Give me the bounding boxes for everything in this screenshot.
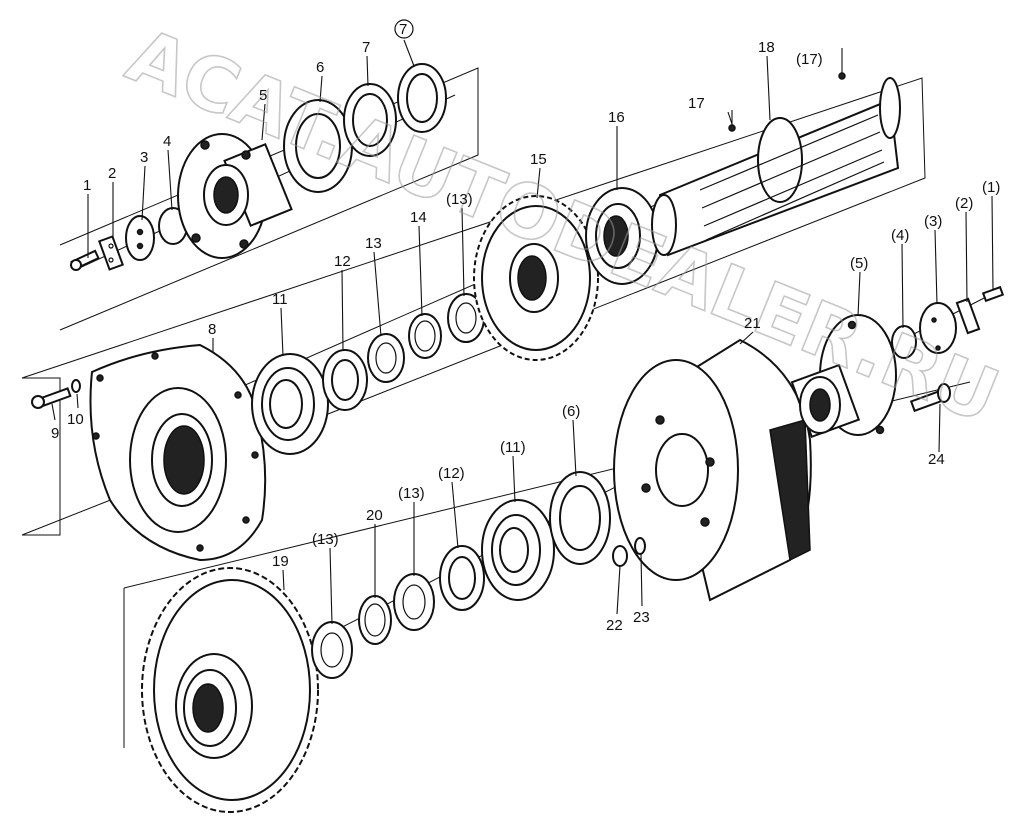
label-14: 14 [410, 209, 427, 226]
label-11: 11 [272, 291, 288, 308]
bearing-11 [251, 353, 329, 455]
label-12: 12 [334, 253, 351, 270]
label-3-paren: (3) [924, 213, 942, 230]
label-23: 23 [633, 609, 650, 626]
label-2: 2 [108, 165, 116, 182]
housing-8 [89, 343, 267, 562]
label-17-paren: (17) [796, 51, 823, 68]
gear-15 [473, 195, 599, 361]
label-13-paren: (13) [446, 191, 473, 208]
needle-bearing-13 [367, 333, 405, 383]
leader-lines [51, 39, 994, 625]
bolt-24 [909, 383, 951, 413]
washer-23 [634, 537, 646, 555]
label-8: 8 [208, 321, 216, 338]
flange-5 [177, 133, 293, 259]
part-labels: 1 2 3 4 5 6 7 7 8 9 10 11 12 13 14 (13) … [51, 19, 1000, 634]
label-19: 19 [272, 553, 289, 570]
label-17: 17 [688, 95, 705, 112]
label-13-paren-3: (13) [312, 531, 339, 548]
label-2-paren: (2) [955, 195, 973, 212]
middle-panel [21, 77, 926, 536]
label-4: 4 [163, 133, 171, 150]
bolt-1 [70, 249, 100, 271]
washer-10 [71, 379, 81, 393]
ring-14 [408, 313, 442, 359]
label-16: 16 [608, 109, 625, 126]
upper-assembly [70, 63, 447, 271]
label-7: 7 [362, 39, 370, 56]
middle-assembly [31, 48, 901, 562]
label-9: 9 [51, 425, 59, 442]
bottom-assembly [141, 471, 646, 813]
bolt-9 [31, 387, 72, 409]
o-ring-4-paren [891, 325, 917, 359]
label-18: 18 [758, 39, 775, 56]
left-panel-edge [22, 377, 61, 536]
sleeve-16 [585, 187, 659, 285]
label-20: 20 [366, 507, 383, 524]
seal-6-paren [549, 471, 611, 565]
drum-21 [613, 338, 812, 602]
ring-20 [358, 595, 392, 645]
label-21: 21 [744, 315, 761, 332]
label-11-paren: (11) [500, 439, 526, 456]
lock-plate-2-paren [955, 297, 981, 335]
label-7-circled: 7 [399, 21, 407, 38]
label-3: 3 [140, 149, 148, 166]
washer-3 [125, 215, 155, 261]
washer-3-paren [919, 302, 957, 354]
spacer-12 [322, 349, 368, 411]
label-5-paren: (5) [850, 255, 868, 272]
spacer-12-paren [439, 545, 485, 611]
label-1-paren: (1) [982, 179, 1000, 196]
label-4-paren: (4) [891, 227, 909, 244]
ring-7-circled [397, 63, 447, 133]
washer-22 [612, 545, 628, 567]
label-6-paren: (6) [562, 403, 580, 420]
needle-bearing-13-paren-a [311, 621, 353, 679]
main-shaft-18 [651, 77, 901, 257]
label-15: 15 [530, 151, 547, 168]
pin-17-paren [838, 48, 846, 80]
lower-right-assembly [613, 285, 1005, 602]
pin-17 [728, 110, 736, 132]
flange-5-paren [790, 314, 897, 439]
bolt-1-paren [981, 285, 1005, 303]
label-5: 5 [259, 87, 267, 104]
label-13-paren-2: (13) [398, 485, 425, 502]
label-13: 13 [365, 235, 382, 252]
bearing-11-paren [481, 499, 555, 601]
ring-7 [343, 83, 397, 157]
label-22: 22 [606, 617, 623, 634]
label-10: 10 [67, 411, 84, 428]
lock-plate-2 [98, 235, 124, 271]
seal-6 [283, 99, 353, 193]
needle-bearing-13-paren-b [393, 573, 435, 631]
label-7-circle [394, 19, 414, 39]
gear-19 [141, 567, 319, 813]
label-6: 6 [316, 59, 324, 76]
label-12-paren: (12) [438, 465, 465, 482]
label-24: 24 [928, 451, 945, 468]
label-1: 1 [83, 177, 91, 194]
